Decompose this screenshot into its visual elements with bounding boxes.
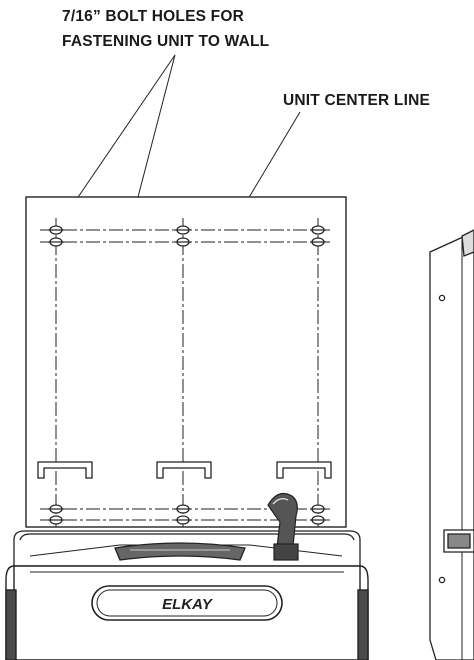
bolt-hole-icon <box>48 225 64 247</box>
mounting-hooks <box>37 461 332 479</box>
bolt-holes <box>48 225 326 525</box>
brand-badge: ELKAY <box>91 585 283 621</box>
center-line-callout: UNIT CENTER LINE <box>283 92 431 109</box>
bolt-holes-callout-line1: 7/16” BOLT HOLES FOR <box>62 8 244 25</box>
basin <box>13 530 361 567</box>
mounting-hook-icon <box>276 461 332 479</box>
bolt-hole-icon <box>175 504 191 525</box>
bolt-hole-icon <box>175 225 191 247</box>
bolt-hole-icon <box>310 225 326 247</box>
side-view-panel <box>429 229 474 660</box>
bolt-hole-icon <box>48 504 64 525</box>
back-plate <box>25 196 347 528</box>
brand-badge-text: ELKAY <box>162 596 214 613</box>
bubbler-icon <box>267 492 299 561</box>
mounting-hook-icon <box>156 461 212 479</box>
mounting-hook-icon <box>37 461 93 479</box>
bolt-hole-icon <box>310 504 326 525</box>
bolt-holes-callout-line2: FASTENING UNIT TO WALL <box>62 33 270 50</box>
